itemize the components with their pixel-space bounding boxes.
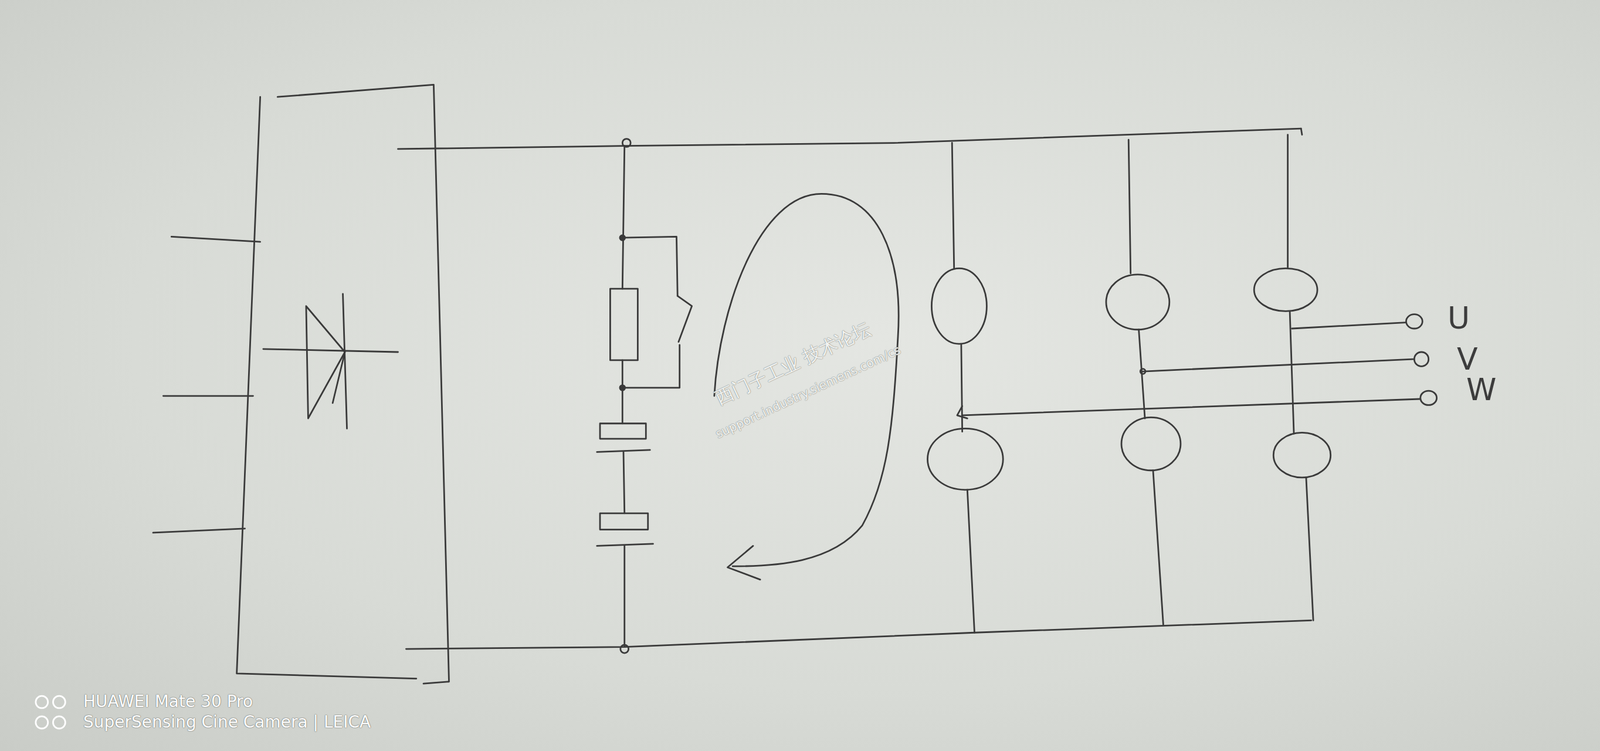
dc-link-wire <box>621 360 624 424</box>
thyristor-symbol <box>306 306 345 419</box>
camera-logo <box>35 716 49 729</box>
igbt-symbol <box>1121 417 1181 470</box>
input-wire <box>163 394 253 397</box>
dc-link-wire <box>623 451 625 513</box>
capacitor-symbol <box>600 423 646 439</box>
inverter-leg <box>1286 134 1289 268</box>
inverter-leg <box>961 343 963 432</box>
junction-dot <box>1140 368 1146 375</box>
terminal-label: V <box>1456 341 1479 377</box>
input-wire <box>171 236 260 242</box>
junction-mark <box>957 405 968 419</box>
inverter-leg <box>967 489 975 633</box>
bypass-contact <box>677 295 692 342</box>
inverter-leg <box>1289 310 1294 434</box>
dc-link-wire <box>623 545 626 647</box>
bypass-wire <box>622 236 678 296</box>
terminal-label: W <box>1466 371 1497 408</box>
camera-logo <box>52 695 66 708</box>
resistor-symbol <box>609 288 638 361</box>
capacitor-symbol <box>600 513 649 530</box>
igbt-symbol <box>931 268 987 344</box>
inverter-leg <box>1139 329 1145 419</box>
rectifier-outline <box>236 96 417 679</box>
camera-watermark: SuperSensing Cine Camera | LEICA <box>83 712 371 732</box>
camera-logo <box>35 695 49 708</box>
igbt-symbol <box>1106 274 1170 330</box>
inverter-leg <box>1153 470 1164 625</box>
inverter-leg <box>1300 128 1303 135</box>
inverter-leg <box>1128 139 1131 274</box>
igbt-symbol <box>927 428 1003 490</box>
camera-watermark: HUAWEI Mate 30 Pro <box>83 691 253 711</box>
output-terminal <box>1405 314 1423 329</box>
thyristor-gate <box>332 351 345 403</box>
output-wire <box>962 398 1421 416</box>
dc-bus-positive <box>398 128 1302 149</box>
bypass-wire <box>622 344 680 388</box>
thyristor-symbol <box>263 348 399 352</box>
bus-node <box>622 139 631 148</box>
output-wire <box>1292 322 1407 329</box>
arrow-head <box>727 545 761 579</box>
terminal-label: U <box>1447 300 1470 336</box>
dc-link-wire <box>622 146 625 289</box>
dc-bus-negative <box>405 619 1311 649</box>
output-terminal <box>1420 390 1437 405</box>
input-wire <box>153 528 246 533</box>
inverter-leg <box>1306 477 1314 620</box>
igbt-symbol <box>1273 432 1331 478</box>
inverter-leg <box>951 142 954 269</box>
output-terminal <box>1414 351 1429 366</box>
camera-logo <box>52 716 66 729</box>
output-wire <box>1143 358 1414 372</box>
igbt-symbol <box>1253 268 1318 311</box>
rectifier-outline <box>277 84 449 684</box>
